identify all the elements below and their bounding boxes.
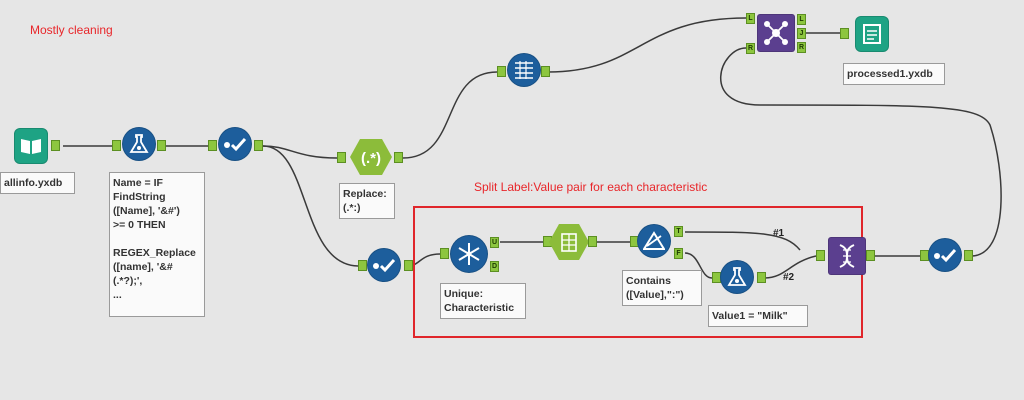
regex-input-port[interactable]: [337, 152, 346, 163]
select1-input-port[interactable]: [208, 140, 217, 151]
filter-true-port[interactable]: T: [674, 226, 683, 237]
formula1-annotation: Name = IF FindString ([Name], '&#') >= 0…: [109, 172, 205, 317]
input-annotation: allinfo.yxdb: [0, 172, 75, 194]
join-icon[interactable]: [757, 14, 795, 52]
formula-flask-icon[interactable]: [122, 127, 156, 161]
filter-annotation: Contains ([Value],":"): [622, 270, 702, 306]
select2-checkmark-icon[interactable]: [367, 248, 401, 282]
join-right-input-port[interactable]: R: [746, 43, 755, 54]
join-left-output-port[interactable]: L: [797, 14, 806, 25]
input-data-book-icon[interactable]: [14, 128, 48, 164]
union-output-port[interactable]: [866, 250, 875, 261]
select3-checkmark-icon[interactable]: [928, 238, 962, 272]
regex-output-port[interactable]: [394, 152, 403, 163]
crosstab-input-port[interactable]: [497, 66, 506, 77]
unique-input-port[interactable]: [440, 248, 449, 259]
container-caption: Split Label:Value pair for each characte…: [474, 180, 708, 194]
select2-output-port[interactable]: [404, 260, 413, 271]
formula2-annotation: Value1 = "Milk": [708, 305, 808, 327]
select1-output-port[interactable]: [254, 140, 263, 151]
formula1-input-port[interactable]: [112, 140, 121, 151]
crosstab-icon[interactable]: [507, 53, 541, 87]
wire-label-1: #1: [773, 228, 785, 239]
unique-u-output-port[interactable]: U: [490, 237, 499, 248]
output-annotation: processed1.yxdb: [843, 63, 945, 85]
join-left-input-port[interactable]: L: [746, 13, 755, 24]
comment-mostly-cleaning: Mostly cleaning: [30, 23, 113, 37]
union-dna-icon[interactable]: [828, 237, 866, 275]
svg-text:(.*): (.*): [361, 150, 381, 167]
unique-d-output-port[interactable]: D: [490, 261, 499, 272]
wire-label-2: #2: [783, 272, 795, 283]
union-input-port[interactable]: [816, 250, 825, 261]
parse-output-port[interactable]: [588, 236, 597, 247]
unique-snowflake-icon[interactable]: [450, 235, 488, 273]
regex-hexagon-icon[interactable]: (.*): [350, 138, 392, 176]
regex-annotation: Replace: (.*:): [339, 183, 395, 219]
select-checkmark-icon[interactable]: [218, 127, 252, 161]
formula2-flask-icon[interactable]: [720, 260, 754, 294]
filter-false-port[interactable]: F: [674, 248, 683, 259]
output-data-icon[interactable]: [855, 16, 889, 52]
filter-triangle-icon[interactable]: [637, 224, 671, 258]
output-input-port[interactable]: [840, 28, 849, 39]
join-right-output-port[interactable]: R: [797, 42, 806, 53]
join-join-output-port[interactable]: J: [797, 28, 806, 39]
formula2-output-port[interactable]: [757, 272, 766, 283]
crosstab-output-port[interactable]: [541, 66, 550, 77]
unique-annotation: Unique: Characteristic: [440, 283, 526, 319]
formula1-output-port[interactable]: [157, 140, 166, 151]
select2-input-port[interactable]: [358, 260, 367, 271]
input-output-port[interactable]: [51, 140, 60, 151]
select3-output-port[interactable]: [964, 250, 973, 261]
text-to-columns-icon[interactable]: [549, 223, 589, 261]
